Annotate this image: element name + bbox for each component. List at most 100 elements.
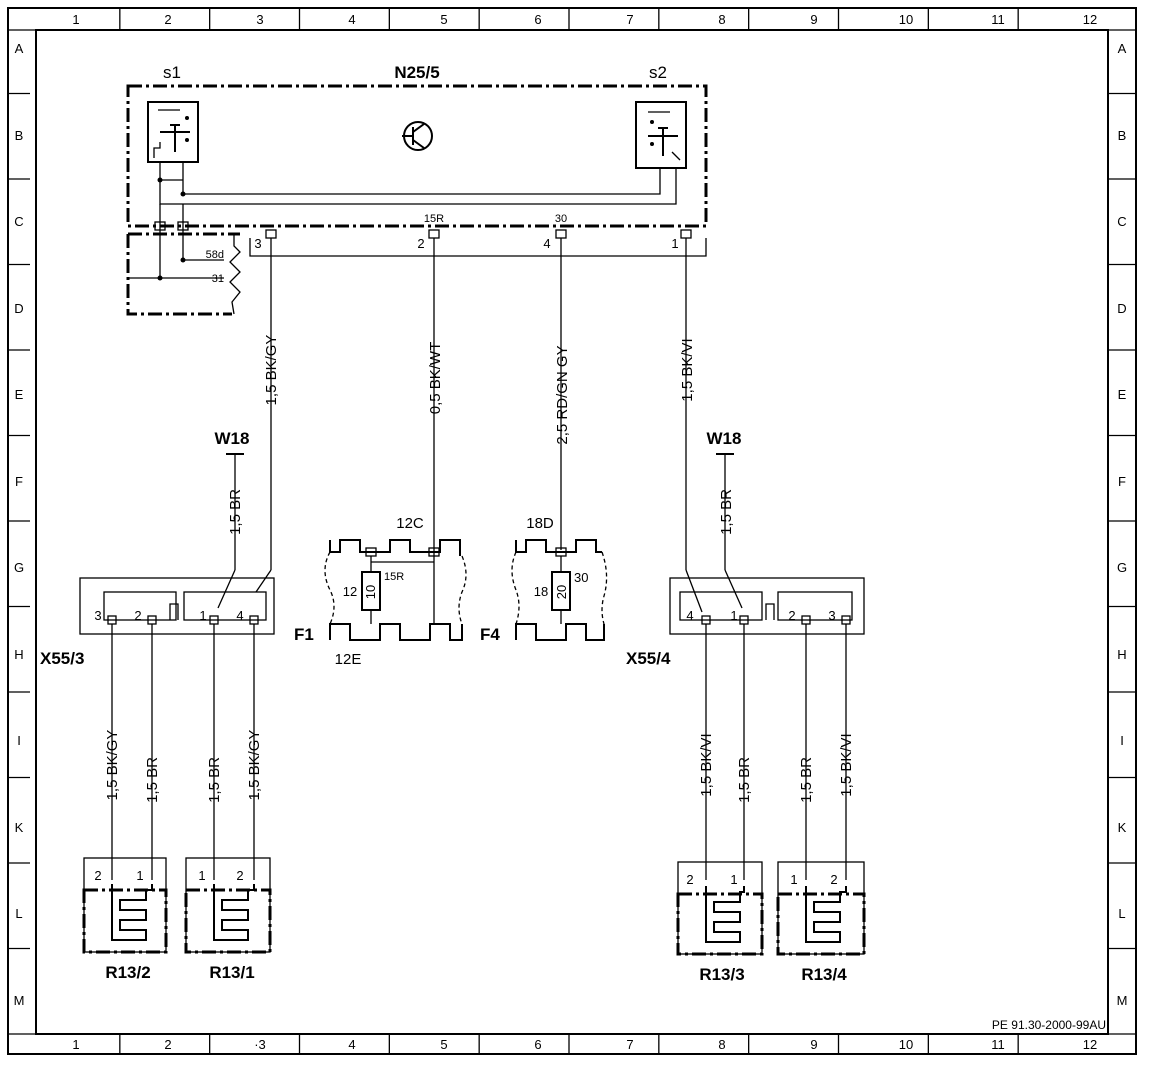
x55-4-pin-label: 3 [828,608,835,623]
pin-1-label: 1 [671,236,678,251]
terminal-30-label: 30 [555,213,567,225]
col-label: 9 [810,1037,817,1052]
heater-pin-label: 2 [830,872,837,887]
row-label: M [1117,993,1128,1008]
main-wires: 1,5 BK/GY 0,5 BK/WT 2,5 RD/GN GY 1,5 BK/… [255,238,703,613]
connector-x55-4: 4 1 2 3 X55/4 [626,577,865,668]
x55-3-pin-label: 4 [236,608,243,623]
fuse-box-f4: F4 18D 18 20 30 [480,515,608,644]
row-label: F [1118,474,1126,489]
fuse-side-12: 12 [343,584,357,599]
wire-label-pin1: 1,5 BK/VI [679,338,696,401]
control-unit-n25-5: N25/5 s1 s2 [126,63,708,316]
fuse-box-f4-label: F4 [480,625,500,644]
control-unit-boundary [126,84,708,228]
wire-label-left-3: 1,5 BR [206,757,223,803]
switch-s2-label: s2 [649,63,667,82]
seat-heater-switch-s1 [147,101,199,163]
row-label: K [1118,820,1127,835]
col-label: 11 [991,1037,1005,1052]
col-label: 8 [718,1037,725,1052]
wire-label-pin3: 1,5 BK/GY [263,335,280,406]
ground-w18-right: W18 1,5 BR [707,429,743,609]
control-unit-label: N25/5 [394,63,439,82]
heater-r13-1: 1 2 R13/1 [184,857,272,982]
heater-pin-label: 2 [94,868,101,883]
row-label: E [1118,387,1127,402]
heater-pin-label: 1 [790,872,797,887]
row-label: C [14,214,23,229]
pin-3-label: 3 [254,236,261,251]
col-label: 12 [1083,12,1097,27]
row-label: B [1118,128,1127,143]
row-label: H [14,647,23,662]
col-label: 8 [718,12,725,27]
fuse-number-10: 10 [363,585,378,599]
col-label: 1 [72,12,79,27]
row-label: E [15,387,24,402]
control-unit-pins: 15R 30 3 2 4 1 [154,204,707,257]
col-label: 9 [810,12,817,27]
ground-58d-label: 58d [206,249,224,261]
row-label: D [1117,301,1126,316]
wire-label-w18-left: 1,5 BR [227,489,244,535]
row-label: B [15,128,24,143]
column-labels-bottom: 1 2 ·3 4 5 6 7 8 9 10 11 12 [72,1037,1097,1052]
ground-w18-left: W18 1,5 BR [215,429,249,609]
lower-wires: 1,5 BK/GY 1,5 BR 1,5 BR 1,5 BK/GY 1,5 BK… [104,624,855,880]
col-label: 12 [1083,1037,1097,1052]
wire-label-right-3: 1,5 BR [798,757,815,803]
heater-pin-label: 1 [136,868,143,883]
row-label: C [1117,214,1126,229]
ground-31-label: 31 [212,273,224,285]
heater-r13-2-label: R13/2 [105,963,150,982]
col-label: 6 [534,12,541,27]
heater-r13-3-label: R13/3 [699,965,744,984]
heater-pin-label: 1 [198,868,205,883]
heater-r13-1-label: R13/1 [209,963,254,982]
fuse-15r-label: 15R [384,571,404,583]
row-label: F [15,474,23,489]
heater-r13-3: 2 1 R13/3 [676,861,764,984]
row-label: L [15,906,22,921]
col-label: 5 [440,12,447,27]
pin-2-label: 2 [417,236,424,251]
row-label: I [1120,733,1124,748]
column-labels-top: 1 2 3 4 5 6 7 8 9 10 11 12 [72,12,1097,27]
col-label: 4 [348,1037,355,1052]
seat-heater-switch-s2 [635,101,687,169]
wire-label-right-4: 1,5 BK/VI [838,733,855,796]
x55-3-pin-label: 2 [134,608,141,623]
ground-w18-right-label: W18 [707,429,742,448]
wire-label-right-1: 1,5 BK/VI [698,733,715,796]
fuse-slot-18d: 18D [526,515,554,532]
heater-pin-label: 1 [730,872,737,887]
heater-r13-4-label: R13/4 [801,965,847,984]
row-label: H [1117,647,1126,662]
row-label: G [1117,560,1127,575]
wire-label-w18-right: 1,5 BR [718,489,735,535]
row-label: I [17,733,21,748]
row-labels-left: A B C D E F G H I K L M [14,41,25,1008]
terminal-15r-label: 15R [424,213,444,225]
col-label: 5 [440,1037,447,1052]
col-label: 2 [164,12,171,27]
pin-4-label: 4 [543,236,550,251]
switch-s1-label: s1 [163,63,181,82]
x55-4-pin-label: 1 [730,608,737,623]
heater-pin-label: 2 [236,868,243,883]
x55-3-pin-label: 1 [199,608,206,623]
col-label: 7 [626,1037,633,1052]
connector-x55-4-label: X55/4 [626,649,671,668]
ground-block: 58d 31 [126,232,241,316]
x55-4-pin-label: 2 [788,608,795,623]
heater-pin-label: 2 [686,872,693,887]
row-labels-right: A B C D E F G H I K L M [1117,41,1128,1008]
col-label: 10 [899,12,913,27]
fuse-box-f1-label: F1 [294,625,314,644]
col-label: 11 [991,12,1005,27]
row-label: L [1118,906,1125,921]
fuse-box-f1: F1 12C 12E 12 10 15R [294,515,467,668]
